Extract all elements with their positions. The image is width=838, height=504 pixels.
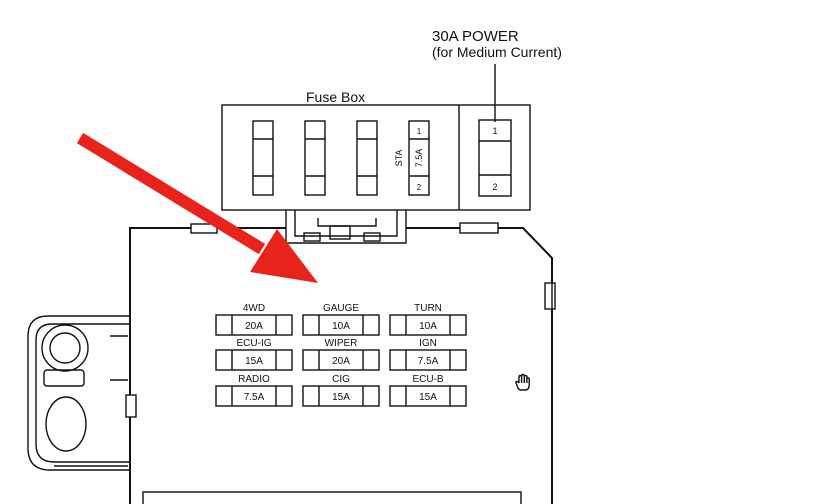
sta-fuse-pin1: 1 xyxy=(417,127,422,136)
junction-block xyxy=(125,222,556,504)
power-fuse: 1 2 xyxy=(478,119,512,197)
junction-fuse-label: CIG xyxy=(332,374,350,385)
junction-fuse: GAUGE 10A xyxy=(302,303,380,336)
junction-fuse: CIG 15A xyxy=(302,374,380,407)
junction-fuse-rating: 15A xyxy=(419,392,437,403)
mounting-bracket xyxy=(27,315,130,471)
junction-fuse: ECU-IG 15A xyxy=(215,338,293,371)
red-pointer-arrow xyxy=(76,132,318,283)
junction-fuse-label: ECU-IG xyxy=(237,338,272,349)
junction-fuse-label: TURN xyxy=(414,303,442,314)
junction-fuse: IGN 7.5A xyxy=(389,338,467,371)
fuse-box-fuse xyxy=(252,120,274,196)
sta-fuse-pin2: 2 xyxy=(417,183,422,192)
junction-fuse-rating: 15A xyxy=(332,392,350,403)
fuse-box: 1 2 7.5A STA 1 2 xyxy=(221,104,531,211)
junction-fuse: WIPER 20A xyxy=(302,338,380,371)
junction-fuse: 4WD 20A xyxy=(215,303,293,336)
power-callout-line2: (for Medium Current) xyxy=(432,44,562,60)
sta-fuse: 1 2 7.5A STA xyxy=(394,120,430,196)
junction-fuse: TURN 10A xyxy=(389,303,467,336)
sta-fuse-name: STA xyxy=(394,150,404,167)
fuse-box-fuse xyxy=(304,120,326,196)
junction-fuse-rating: 20A xyxy=(245,321,263,332)
sta-fuse-rating: 7.5A xyxy=(414,149,424,168)
junction-fuse-rating: 10A xyxy=(419,321,437,332)
fuse-box-connector xyxy=(285,210,407,244)
junction-fuse-label: RADIO xyxy=(238,374,270,385)
junction-fuse-grid: 4WD 20A GAUGE 10A TURN 10A ECU-IG 15A WIPER 20A IG… xyxy=(215,303,467,407)
junction-fuse-label: WIPER xyxy=(325,338,358,349)
junction-fuse-label: ECU-B xyxy=(412,374,443,385)
fuse-box-title: Fuse Box xyxy=(306,89,365,105)
junction-fuse-rating: 15A xyxy=(245,356,263,367)
power-fuse-pin2: 2 xyxy=(492,182,497,192)
junction-fuse-label: IGN xyxy=(419,338,437,349)
hand-cursor-icon xyxy=(515,373,530,391)
power-callout-line1: 30A POWER xyxy=(432,28,519,45)
junction-fuse-rating: 7.5A xyxy=(244,392,265,403)
power-fuse-pin1: 1 xyxy=(492,126,497,136)
junction-fuse-rating: 10A xyxy=(332,321,350,332)
junction-fuse: ECU-B 15A xyxy=(389,374,467,407)
junction-fuse-rating: 7.5A xyxy=(418,356,439,367)
junction-fuse-label: 4WD xyxy=(243,303,265,314)
fuse-box-fuse xyxy=(356,120,378,196)
junction-fuse-rating: 20A xyxy=(332,356,350,367)
junction-fuse-label: GAUGE xyxy=(323,303,359,314)
junction-fuse: RADIO 7.5A xyxy=(215,374,293,407)
